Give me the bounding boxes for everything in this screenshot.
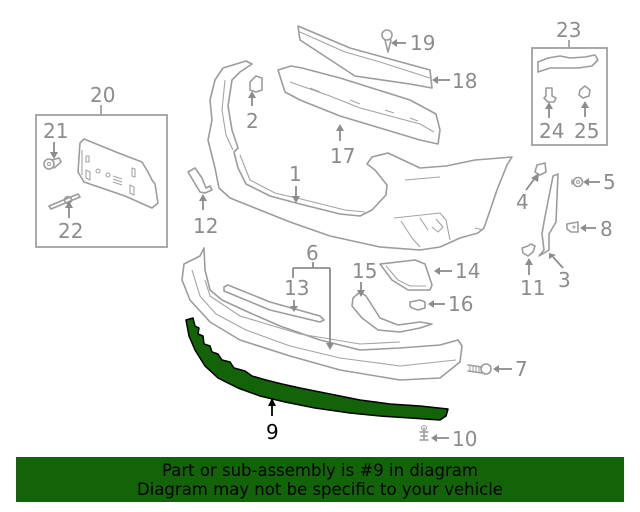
callout-3[interactable]: 3 <box>558 268 571 292</box>
callout-23[interactable]: 23 <box>556 18 581 42</box>
part-10-fastener[interactable] <box>419 424 429 441</box>
callout-24[interactable]: 24 <box>539 119 564 143</box>
part-7-bolt[interactable] <box>467 363 492 375</box>
part-23-bracket[interactable] <box>537 54 599 73</box>
banner-line-part: Part or sub-assembly is #9 in diagram <box>162 461 478 480</box>
part-11-clip[interactable] <box>521 243 536 257</box>
callout-15[interactable]: 15 <box>352 259 377 283</box>
callout-1[interactable]: 1 <box>289 162 302 186</box>
callout-20[interactable]: 20 <box>90 83 115 107</box>
group-box-23: 23 24 25 <box>531 18 608 146</box>
callout-16[interactable]: 16 <box>448 292 473 316</box>
part-18-grille-support[interactable] <box>297 25 433 89</box>
callout-9[interactable]: 9 <box>266 420 279 444</box>
part-12-tow-hook-cover[interactable] <box>187 167 213 194</box>
part-3-side-bracket[interactable] <box>538 173 559 257</box>
part-8-retainer[interactable] <box>566 221 579 233</box>
part-6-lower-fascia[interactable] <box>181 247 463 381</box>
callout-2[interactable]: 2 <box>246 109 259 133</box>
callout-6[interactable]: 6 <box>306 241 319 265</box>
callout-17[interactable]: 17 <box>330 144 355 168</box>
callout-8[interactable]: 8 <box>600 217 613 241</box>
part-13-molding[interactable] <box>223 284 325 323</box>
part-19-screw[interactable] <box>381 29 393 53</box>
callout-11[interactable]: 11 <box>520 276 545 300</box>
part-16-bracket[interactable] <box>409 299 426 311</box>
callout-5[interactable]: 5 <box>603 170 616 194</box>
callout-7[interactable]: 7 <box>515 357 528 381</box>
callout-22[interactable]: 22 <box>58 219 83 243</box>
part-22-push-pin[interactable] <box>48 193 81 210</box>
part-notice-banner: Part or sub-assembly is #9 in diagram Di… <box>16 457 624 502</box>
part-1-bumper-cover[interactable] <box>207 60 513 251</box>
callout-18[interactable]: 18 <box>452 69 477 93</box>
part-5-grommet[interactable] <box>571 176 584 188</box>
callout-14[interactable]: 14 <box>455 259 480 283</box>
callout-12[interactable]: 12 <box>193 214 218 238</box>
license-plate-bracket-part[interactable] <box>77 138 159 209</box>
callout-13[interactable]: 13 <box>284 276 309 300</box>
callout-10[interactable]: 10 <box>452 427 477 451</box>
banner-line-disclaimer: Diagram may not be specific to your vehi… <box>137 480 503 499</box>
part-15-fog-trim[interactable] <box>351 291 433 333</box>
part-25-nut[interactable] <box>578 85 591 99</box>
callout-21[interactable]: 21 <box>43 119 68 143</box>
part-2-bracket[interactable] <box>249 75 263 93</box>
part-21-nut[interactable] <box>43 157 62 170</box>
callout-19[interactable]: 19 <box>410 31 435 55</box>
callout-4[interactable]: 4 <box>516 190 529 214</box>
group-box-20: 20 21 22 <box>35 83 168 248</box>
part-17-absorber[interactable] <box>277 65 441 145</box>
part-14-fog-bezel[interactable] <box>379 259 433 291</box>
callout-25[interactable]: 25 <box>574 119 599 143</box>
part-24-clip[interactable] <box>543 87 557 103</box>
part-9-lower-deflector-highlighted[interactable] <box>185 317 449 421</box>
part-4-clip[interactable] <box>534 162 547 176</box>
